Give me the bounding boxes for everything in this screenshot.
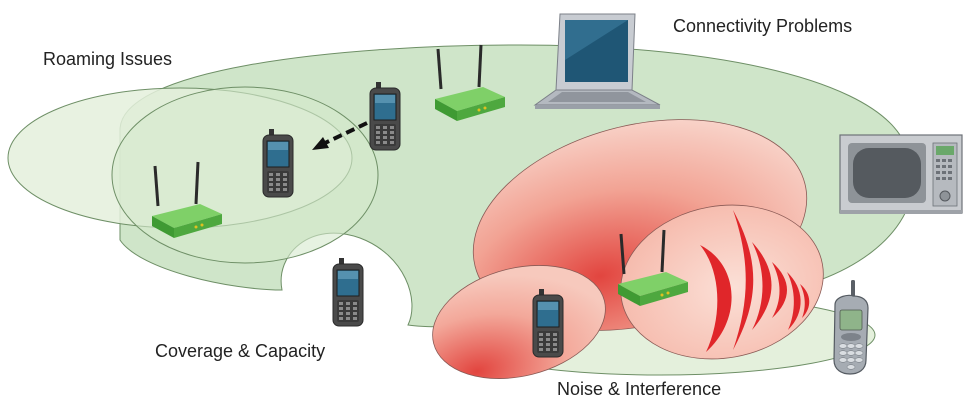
movement-arrow-icon	[312, 121, 368, 150]
roaming-cell-inner	[111, 86, 379, 264]
laptop-icon	[533, 13, 661, 109]
label-noise-interference: Noise & Interference	[557, 379, 721, 399]
label-connectivity-problems: Connectivity Problems	[673, 16, 852, 36]
handheld-scanner-icon	[262, 128, 294, 198]
microwave-oven-icon	[839, 134, 963, 214]
handheld-scanner-icon	[332, 257, 364, 327]
handheld-scanner-icon	[532, 288, 564, 358]
interference-waves-icon	[700, 210, 810, 352]
cell-phone-icon	[833, 280, 869, 375]
label-coverage-capacity: Coverage & Capacity	[155, 341, 325, 361]
handheld-scanner-icon	[369, 81, 401, 151]
label-roaming-issues: Roaming Issues	[43, 49, 172, 69]
